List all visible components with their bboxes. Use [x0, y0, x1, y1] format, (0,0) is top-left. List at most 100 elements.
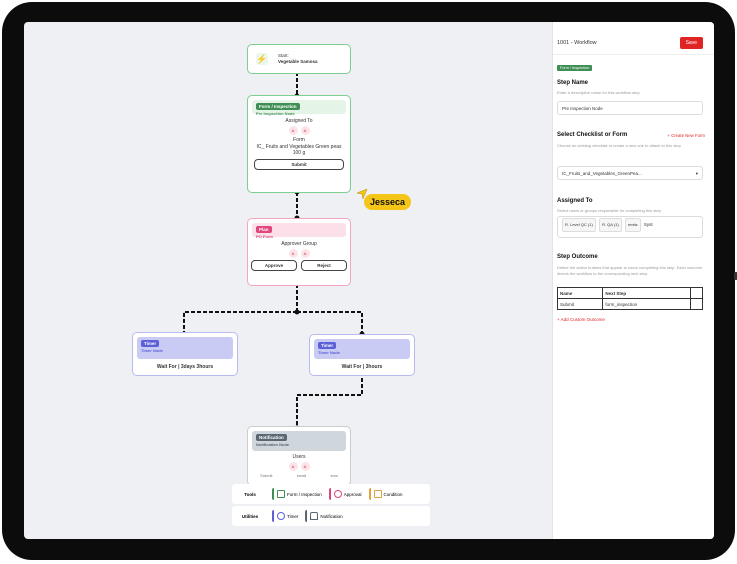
tool-notification-label: Notification — [320, 513, 343, 519]
tool-approval[interactable]: Approval — [328, 488, 365, 500]
outcome-action-cell — [690, 298, 703, 310]
timer2-subtitle: Timer Node — [318, 350, 340, 355]
avatar: A — [300, 126, 310, 135]
users-label: Users — [292, 454, 306, 460]
tool-notification[interactable]: Notification — [305, 510, 345, 522]
start-product: Vegetable Samosa — [278, 59, 318, 64]
assigned-help: Select users or groups responsible for c… — [557, 208, 662, 213]
col-name: Name — [556, 287, 604, 299]
channel-sms: sms — [330, 473, 338, 478]
create-form-link[interactable]: + Create New Form — [667, 133, 705, 138]
timer-icon — [277, 512, 285, 520]
timer2-header: Timer Timer Node — [314, 339, 410, 359]
assignee-chip[interactable]: R. QA (1) — [599, 218, 622, 232]
avatar: A — [288, 462, 298, 471]
col-next-step: Next Step — [602, 287, 692, 299]
timer1-header: Timer Timer Node — [137, 337, 233, 359]
start-label: Start: — [278, 53, 289, 58]
assignee-chip[interactable]: emits — [625, 218, 641, 232]
outcome-name-cell[interactable]: Submit — [556, 298, 604, 310]
checklist-value: IC_Fruits_and_Vegetables_GreenPea... — [562, 171, 642, 176]
assigned-label: Assigned To — [285, 118, 313, 124]
save-button[interactable]: Save — [679, 37, 703, 49]
tool-form-inspection[interactable]: Form / Inspection — [272, 488, 325, 500]
approver-avatars: A A — [248, 249, 350, 258]
tools-label: Tools — [244, 491, 256, 497]
tools-toolbar: Tools Form / Inspection Approval Conditi… — [232, 484, 430, 504]
user-avatars: A A — [248, 462, 350, 471]
reject-button[interactable]: Reject — [301, 260, 347, 271]
form-node-tag: Form / Inspection — [256, 103, 300, 110]
step-name-input[interactable]: Pre Inspection Node — [557, 101, 703, 115]
table-header-row: Name Next Step — [556, 287, 703, 299]
checklist-label: Select Checklist or Form — [557, 132, 628, 138]
divider — [553, 54, 714, 55]
form-node-header: Form / Inspection Pre Inspection Node — [252, 100, 346, 116]
assignee-overflow: Syst — [643, 222, 653, 227]
approver-group-label: Approver Group — [281, 241, 317, 247]
outcome-next-cell[interactable]: form_inspection — [602, 298, 692, 310]
assigned-to-label: Assigned To — [557, 198, 593, 204]
plan-node-subtitle: PO Form — [256, 234, 273, 239]
utilities-label: Utilities — [241, 513, 259, 519]
condition-icon — [373, 490, 382, 498]
tool-form-label: Form / Inspection — [287, 491, 322, 497]
channel-email: email — [296, 473, 307, 478]
lightning-icon: ⚡ — [256, 53, 268, 65]
form-icon — [277, 490, 285, 498]
start-node[interactable]: ⚡ Start: Vegetable Samosa — [247, 44, 351, 74]
tool-condition-label: Condition — [383, 491, 403, 497]
add-outcome-link[interactable]: + Add Custom Outcome — [557, 317, 605, 322]
channel-submit: Submit — [260, 473, 273, 478]
app-screen: ⚡ Start: Vegetable Samosa Form / Inspect… — [24, 22, 714, 539]
tool-timer-label: Timer — [287, 513, 299, 519]
notification-header: Notification Notification Node — [252, 431, 346, 451]
plan-node-tag: Plan — [256, 226, 272, 233]
checklist-select[interactable]: IC_Fruits_and_Vegetables_GreenPea... ▾ — [557, 166, 703, 180]
node-type-badge: Form / Inspection — [557, 65, 593, 71]
step-properties-panel: 1001 - Workflow Save Form / Inspection S… — [552, 22, 714, 539]
outcome-table: Name Next Step Submit form_inspection — [556, 287, 703, 310]
workflow-title: 1001 - Workflow — [557, 40, 597, 46]
workflow-canvas[interactable]: ⚡ Start: Vegetable Samosa Form / Inspect… — [24, 22, 552, 539]
timer2-wait: Wait For | 3hours — [341, 364, 383, 370]
approve-button[interactable]: Approve — [251, 260, 297, 271]
avatar: A — [288, 126, 298, 135]
step-name-help: Enter a descriptive name for this workfl… — [557, 90, 641, 95]
step-outcome-label: Step Outcome — [557, 254, 598, 260]
timer1-tag: Timer — [141, 340, 160, 347]
utilities-toolbar: Utilities Timer Notification — [232, 506, 430, 526]
assignee-multiselect[interactable]: R. Level QC (1) R. QA (1) emits Syst — [557, 216, 703, 238]
bell-icon — [310, 512, 319, 520]
form-value: IC_ Fruits and Vegetables Green peas 100… — [256, 144, 342, 156]
avatar: A — [300, 249, 310, 258]
notification-tag: Notification — [256, 434, 287, 441]
tablet-side-button — [734, 272, 737, 280]
assignee-avatars: A A — [248, 126, 350, 135]
assignee-chip[interactable]: R. Level QC (1) — [562, 218, 596, 232]
tool-timer[interactable]: Timer — [272, 510, 301, 522]
avatar: A — [288, 249, 298, 258]
notification-subtitle: Notification Node — [256, 442, 290, 447]
notification-node[interactable]: Notification Notification Node Users A A… — [247, 426, 351, 486]
step-outcome-help: Define the action buttons that appear to… — [557, 265, 703, 276]
chevron-down-icon: ▾ — [695, 171, 698, 176]
timer-node-1[interactable]: Timer Timer Node Wait For | 3days 3hours — [132, 332, 238, 376]
timer-node-2[interactable]: Timer Timer Node Wait For | 3hours — [309, 334, 415, 376]
approval-icon — [333, 490, 342, 498]
step-name-label: Step Name — [557, 80, 589, 86]
timer2-tag: Timer — [318, 342, 337, 349]
form-label: Form — [293, 137, 305, 143]
cursor-pointer-icon — [356, 188, 368, 200]
col-actions — [690, 287, 703, 299]
table-row[interactable]: Submit form_inspection — [556, 298, 703, 310]
plan-node[interactable]: Plan PO Form Approver Group A A Approve … — [247, 218, 351, 286]
form-inspection-node[interactable]: Form / Inspection Pre Inspection Node As… — [247, 95, 351, 193]
form-node-subtitle: Pre Inspection Node — [256, 111, 295, 116]
tool-condition[interactable]: Condition — [368, 488, 406, 500]
tool-approval-label: Approval — [343, 491, 362, 497]
avatar: A — [300, 462, 310, 471]
timer1-wait: Wait For | 3days 3hours — [156, 364, 214, 370]
submit-outcome-button[interactable]: Submit — [254, 159, 344, 170]
